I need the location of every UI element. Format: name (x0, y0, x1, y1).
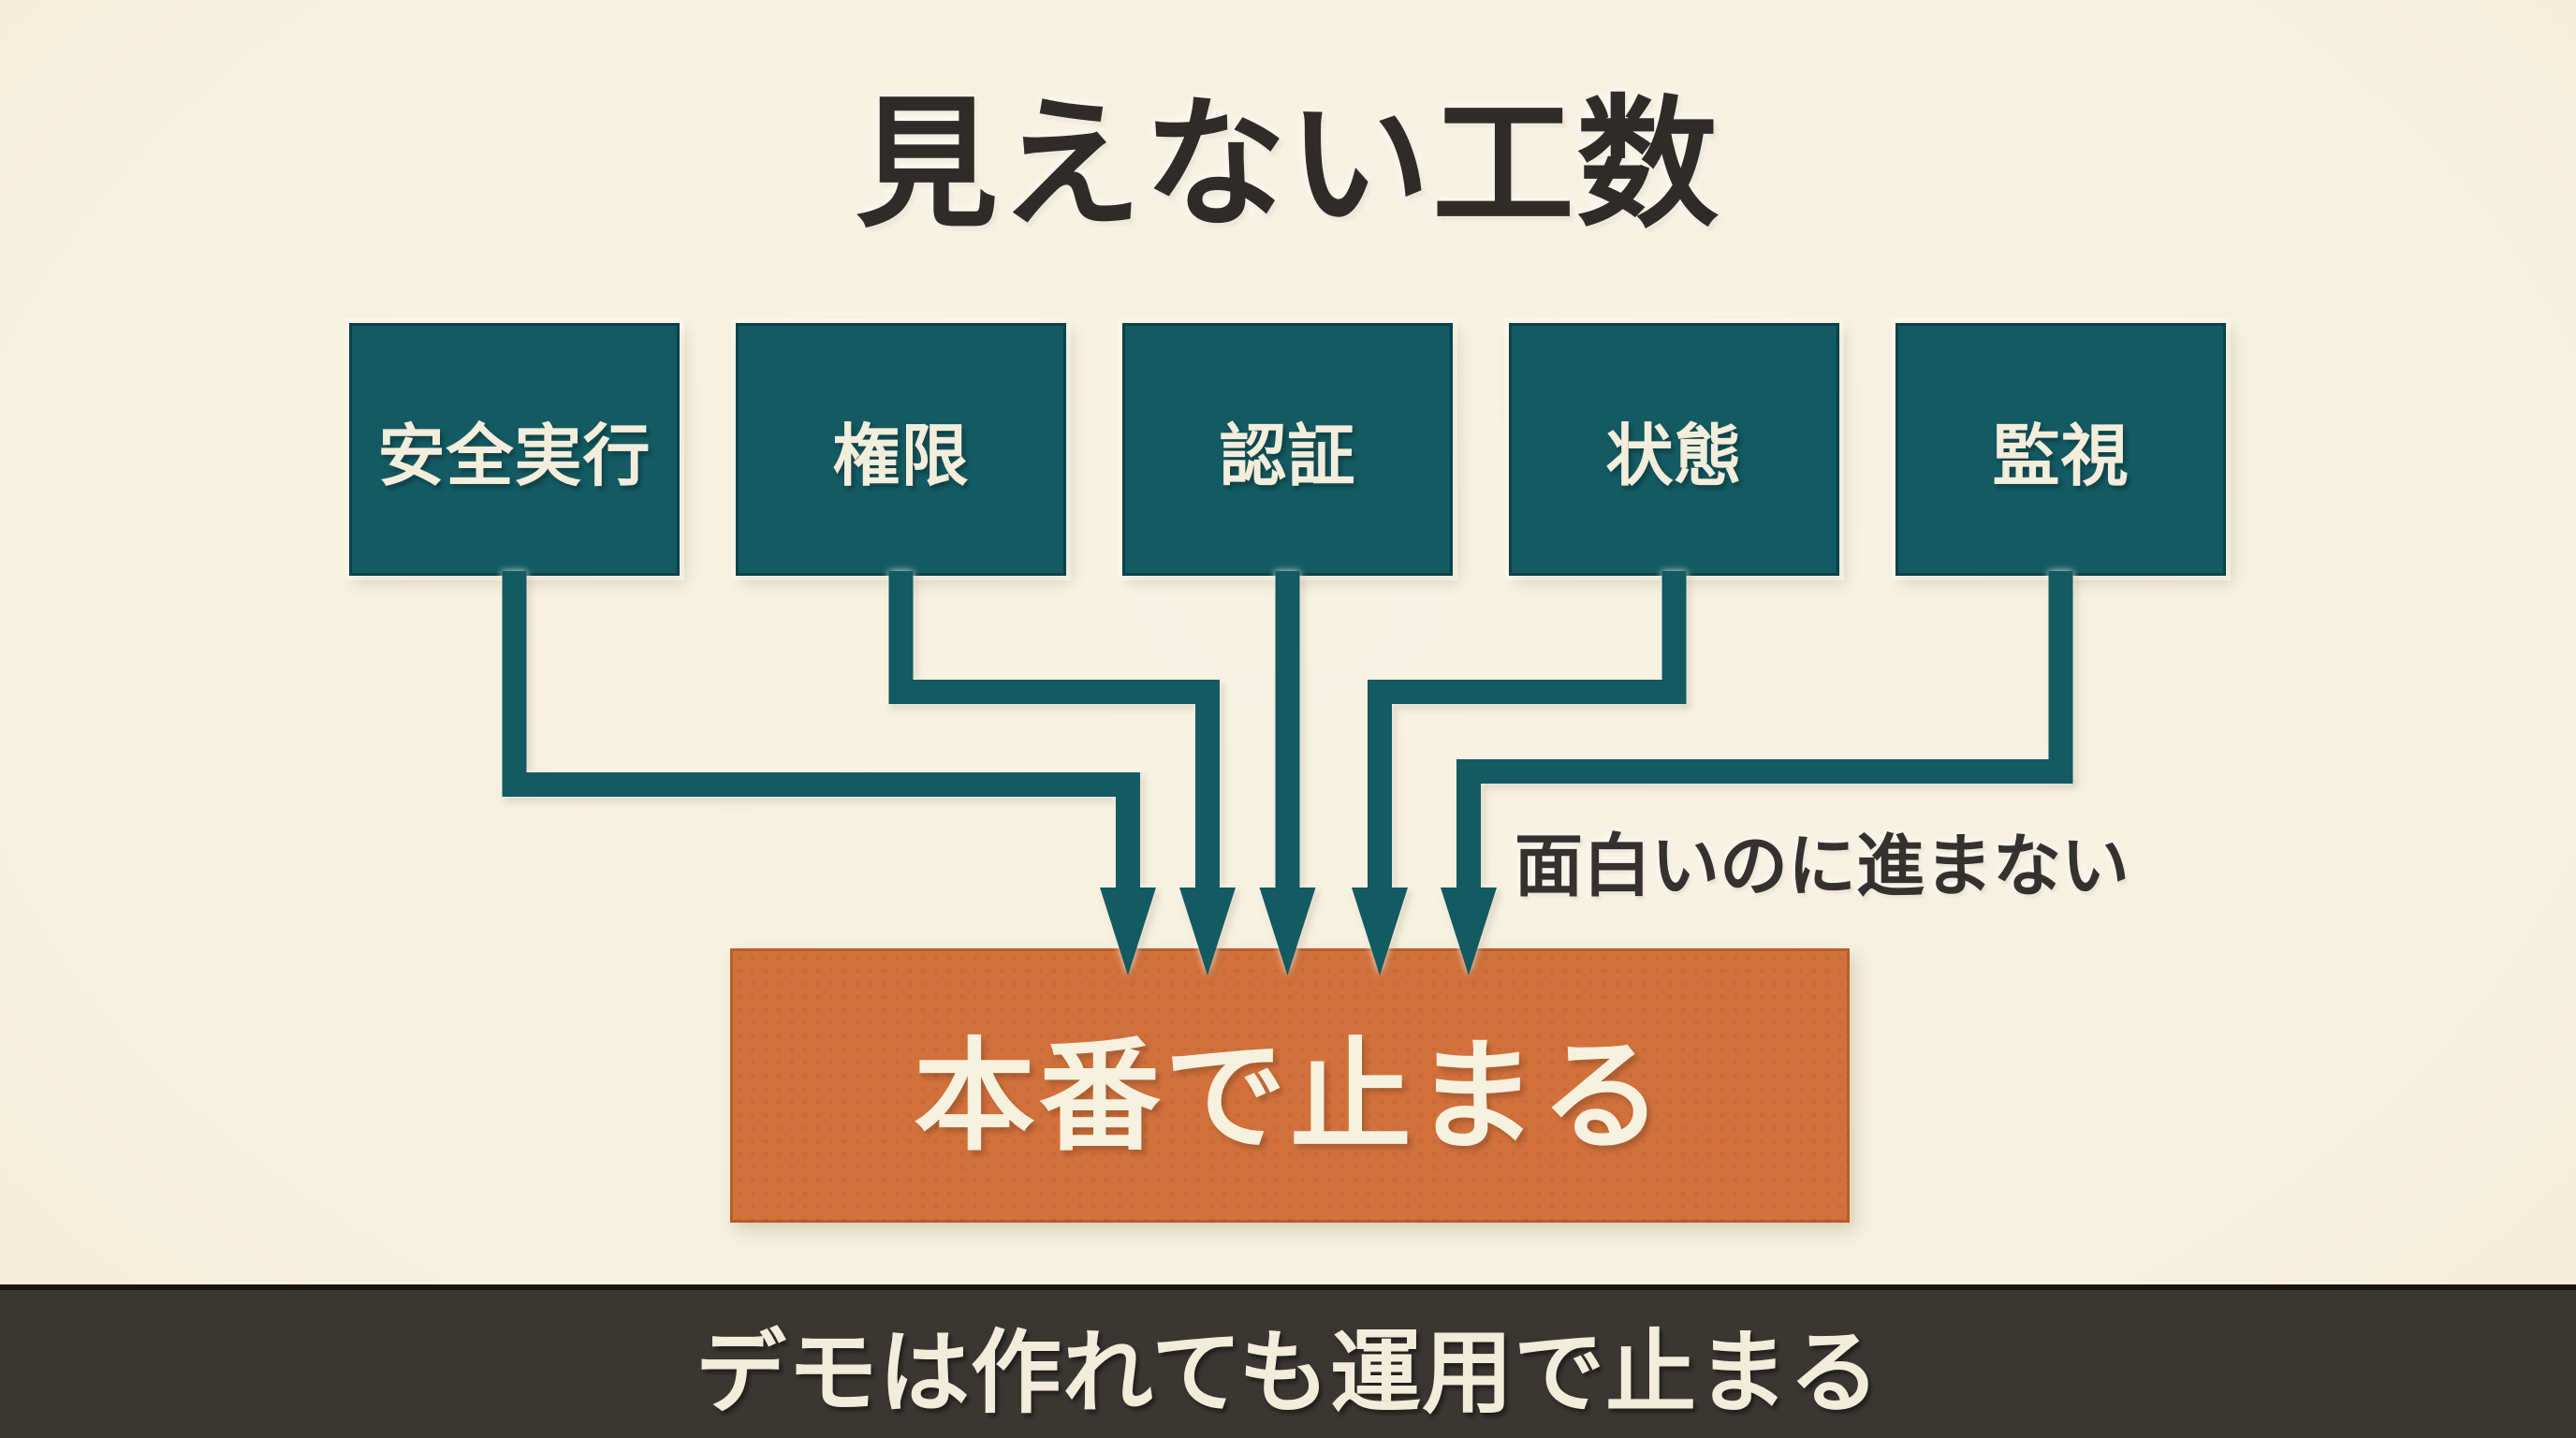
factor-box-label: 状態 (1605, 416, 1743, 495)
factor-box-state: 状態 (1509, 323, 1839, 576)
caption-bar: デモは作れても運用で止まる (0, 1284, 2576, 1438)
factor-box-label: 監視 (1992, 416, 2130, 495)
factor-box-label: 安全実行 (377, 416, 651, 495)
factor-box-permissions: 権限 (736, 323, 1066, 576)
slide-title: 見えない工数 (856, 81, 1720, 247)
caption-text: デモは作れても運用で止まる (695, 1319, 1881, 1426)
factor-box-monitoring: 監視 (1895, 323, 2226, 576)
factor-box-label: 認証 (1219, 416, 1356, 495)
factor-box-label: 権限 (832, 416, 970, 495)
factor-box-safe-execution: 安全実行 (349, 323, 680, 576)
result-box: 本番で止まる (730, 948, 1850, 1223)
connector-permissions (888, 571, 1220, 891)
factor-box-authentication: 認証 (1122, 323, 1453, 576)
connector-safe-execution (502, 571, 1140, 891)
annotation-text: 面白いのに進まない (1515, 827, 2130, 906)
result-box-label: 本番で止まる (913, 1024, 1666, 1167)
